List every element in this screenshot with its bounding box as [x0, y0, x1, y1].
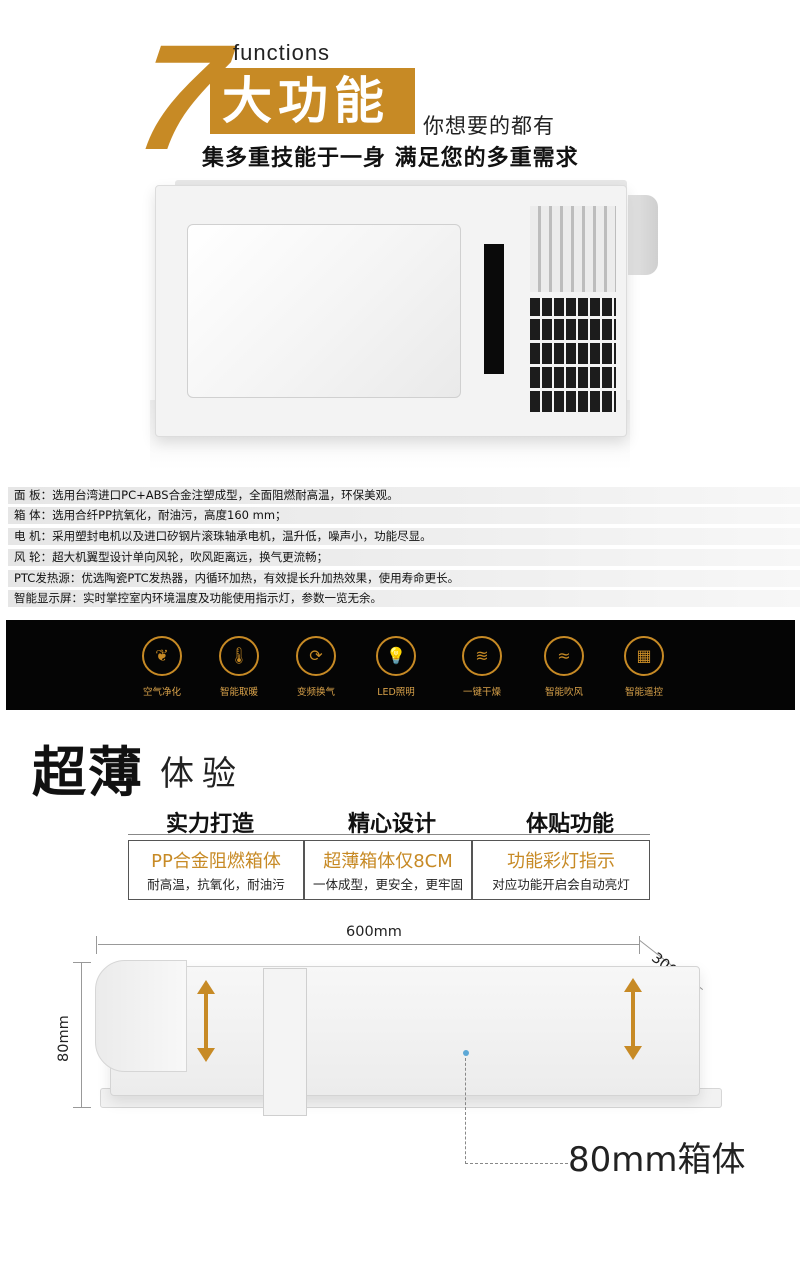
callout-dot — [463, 1050, 469, 1056]
column-heading: 精心设计 — [347, 812, 436, 837]
feature-label: 空气净化 — [142, 687, 181, 698]
feature-label: 变频换气 — [296, 687, 335, 698]
column-feature: PP合金阻燃箱体 — [151, 851, 281, 872]
height-arrow-icon — [197, 980, 215, 1062]
height-arrow-icon — [624, 978, 642, 1060]
product-grille — [530, 206, 616, 412]
spec-row-display: 智能显示屏：实时掌控室内环境温度及功能使用指示灯，参数一览无余。 — [8, 590, 800, 607]
feature-label: 智能吹风 — [544, 687, 583, 698]
feature-item: ≋ 一键干燥 — [442, 636, 522, 698]
dimension-cap — [639, 936, 640, 954]
tagline: 你想要的都有 — [423, 114, 555, 138]
leaf-icon: ❦ — [142, 636, 182, 676]
feature-label: 一键干燥 — [462, 687, 501, 698]
feature-label: 智能遥控 — [624, 687, 663, 698]
dry-icon: ≋ — [462, 636, 502, 676]
remote-icon: ▦ — [624, 636, 664, 676]
spec-row-fan: 风 轮：超大机翼型设计单向风轮，吹风距离远，换气更流畅； — [8, 549, 800, 566]
box-callout-label: 80mm箱体 — [568, 1140, 746, 1180]
column-box: 功能彩灯指示 对应功能开启会自动亮灯 — [472, 840, 650, 900]
spec-row-motor: 电 机：采用塑封电机以及进口矽钢片滚珠轴承电机，温升低，噪声小，功能尽显。 — [8, 528, 800, 545]
feature-item: 🌡 智能取暖 — [199, 636, 279, 698]
column-detail: 对应功能开启会自动亮灯 — [492, 877, 630, 892]
column-box: PP合金阻燃箱体 耐高温，抗氧化，耐油污 — [128, 840, 304, 900]
column-heading: 实力打造 — [165, 812, 254, 837]
section-subtitle: 体验 — [160, 754, 244, 794]
vent-bottom — [530, 298, 616, 412]
feature-item: ≈ 智能吹风 — [524, 636, 604, 698]
feature-item: 💡 LED照明 — [356, 636, 436, 698]
box-strap — [263, 968, 307, 1116]
spec-row-box: 箱 体：选用合纤PP抗氧化，耐油污，高度160 mm； — [8, 507, 800, 524]
wind-icon: ≈ — [544, 636, 584, 676]
feature-item: ⟳ 变频换气 — [276, 636, 356, 698]
width-label: 600mm — [346, 924, 402, 940]
column-detail: 一体成型，更安全，更牢固 — [312, 877, 463, 892]
dimension-cap — [73, 962, 91, 963]
column-divider — [128, 834, 650, 835]
spec-row-panel: 面 板：选用台湾进口PC+ABS合金注塑成型，全面阻燃耐高温，环保美观。 — [8, 487, 800, 504]
dimension-cap — [96, 936, 97, 954]
section-title: 超薄 — [32, 740, 144, 804]
vent-top — [530, 206, 616, 292]
column-feature: 功能彩灯指示 — [507, 851, 615, 872]
column-detail: 耐高温，抗氧化，耐油污 — [147, 877, 285, 892]
callout-leader — [465, 1058, 466, 1164]
feature-item: ❦ 空气净化 — [122, 636, 202, 698]
height-label: 80mm — [56, 1015, 72, 1062]
spec-row-ptc: PTC发热源：优选陶瓷PTC发热器，内循环加热，有效提长升加热效果，使用寿命更长… — [8, 570, 800, 587]
thermometer-icon: 🌡 — [219, 636, 259, 676]
callout-leader — [465, 1163, 568, 1164]
functions-label: functions — [233, 40, 331, 65]
feature-label: LED照明 — [377, 687, 415, 698]
page-title: 大功能 — [222, 72, 390, 130]
title-box: 大功能 — [210, 68, 415, 134]
feature-item: ▦ 智能遥控 — [604, 636, 684, 698]
feature-label: 智能取暖 — [219, 687, 258, 698]
height-dimension-line — [81, 962, 82, 1108]
product-display — [484, 244, 504, 374]
slogan: 集多重技能于一身 满足您的多重需求 — [202, 146, 579, 171]
cycle-icon: ⟳ — [296, 636, 336, 676]
box-duct — [95, 960, 187, 1072]
column-box: 超薄箱体仅8CM 一体成型，更安全，更牢固 — [304, 840, 472, 900]
width-dimension-line — [98, 944, 639, 945]
column-feature: 超薄箱体仅8CM — [323, 851, 453, 872]
product-panel — [187, 224, 461, 398]
bulb-icon: 💡 — [376, 636, 416, 676]
product-duct — [628, 195, 658, 275]
dimension-cap — [73, 1107, 91, 1108]
column-heading: 体贴功能 — [525, 812, 614, 837]
